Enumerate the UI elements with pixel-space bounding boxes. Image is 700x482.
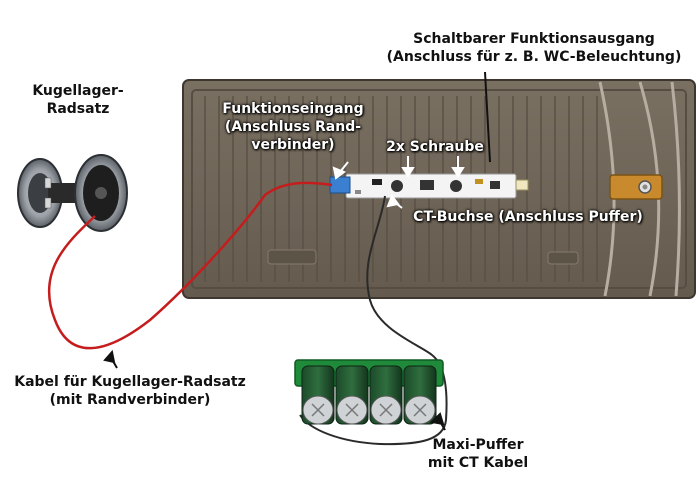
annotation-arrows [332, 156, 465, 209]
label-radsatz-line1: Kugellager- [32, 83, 124, 99]
black-ct-cable [299, 195, 448, 446]
label-ctbuchse-text: CT-Buchse (Anschluss Puffer) [413, 209, 643, 225]
label-radsatz-line2: Radsatz [46, 101, 110, 117]
label-kugellager-radsatz: Kugellager- Radsatz [18, 82, 138, 118]
label-2x-schraube: 2x Schraube [380, 138, 490, 156]
label-funktionseingang: Funktionseingang (Anschluss Rand- verbin… [218, 100, 368, 154]
capacitor-1 [301, 365, 335, 425]
label-kabel-kugellager-radsatz: Kabel für Kugellager-Radsatz (mit Randve… [5, 373, 255, 409]
red-wheelset-cable [48, 181, 333, 350]
label-puffer-line1: Maxi-Puffer [432, 437, 524, 453]
label-ausgang-line2: (Anschluss für z. B. WC-Beleuchtung) [386, 49, 682, 65]
label-ct-buchse: CT-Buchse (Anschluss Puffer) [396, 208, 660, 226]
brass-contact-plate [609, 174, 663, 200]
label-schraube-text: 2x Schraube [386, 139, 484, 155]
label-kabel-line2: (mit Randverbinder) [49, 392, 211, 408]
label-maxi-puffer: Maxi-Puffer mit CT Kabel [418, 436, 538, 472]
label-eingang-line2: (Anschluss Rand- [224, 119, 362, 135]
label-schaltbarer-funktionsausgang: Schaltbarer Funktionsausgang (Anschluss … [378, 30, 690, 66]
capacitor-3 [369, 365, 403, 425]
label-kabel-line1: Kabel für Kugellager-Radsatz [14, 374, 246, 390]
annotation-arrows-dark [103, 71, 491, 431]
function-decoder-pcb [329, 173, 529, 199]
maxi-buffer-capacitors [294, 359, 444, 425]
label-eingang-line1: Funktionseingang [222, 101, 364, 117]
label-puffer-line2: mit CT Kabel [427, 455, 529, 471]
label-eingang-line3: verbinder) [251, 137, 335, 153]
capacitor-2 [335, 365, 369, 425]
ball-bearing-wheelset [17, 154, 128, 232]
label-ausgang-line1: Schaltbarer Funktionsausgang [413, 31, 655, 47]
capacitor-4 [403, 365, 437, 425]
